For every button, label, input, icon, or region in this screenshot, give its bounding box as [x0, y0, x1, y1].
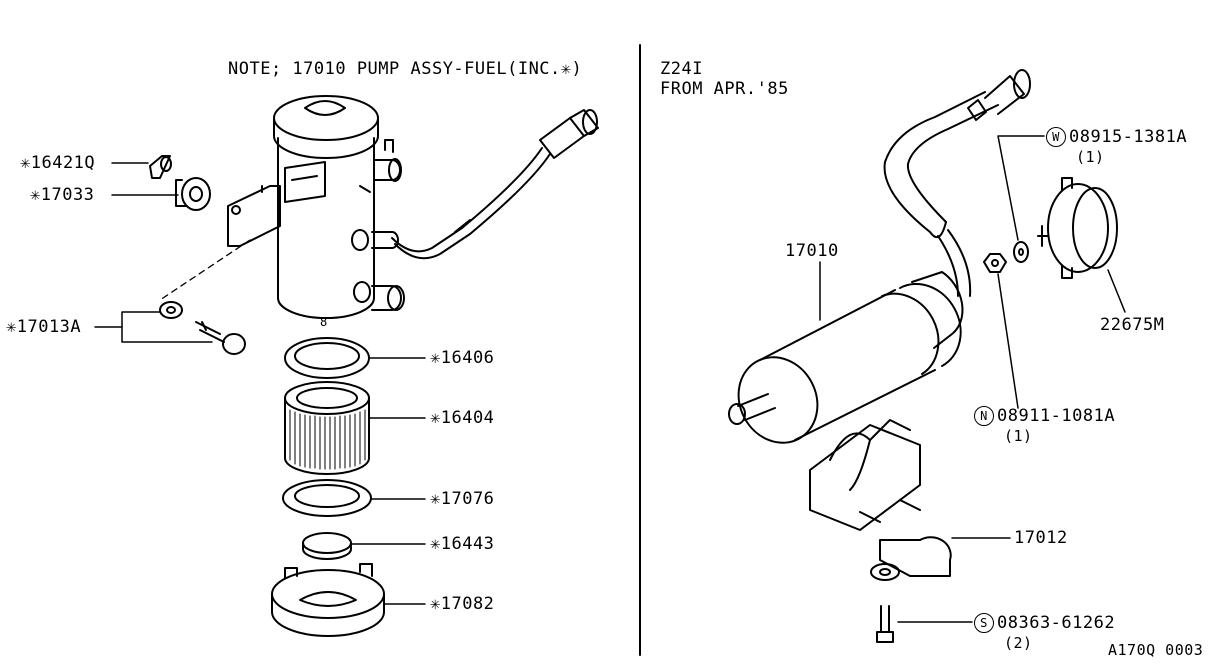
label-22675m: 22675M: [1100, 315, 1165, 335]
gasket-16406-illustration: [284, 337, 370, 379]
filter-16404-illustration: [284, 381, 370, 475]
insulator-17033-illustration: [175, 177, 211, 211]
bracket-17012-illustration: [809, 419, 952, 581]
label-17082: ✳17082: [430, 594, 495, 614]
nut-qty: (1): [1004, 427, 1033, 445]
bolt-17013a-illustration: [159, 301, 246, 355]
label-16421q: ✳16421Q: [20, 153, 96, 173]
screw-qty: (2): [1004, 634, 1033, 652]
screw-part-number: 08363-61262: [997, 613, 1116, 633]
disc-16443-illustration: [302, 532, 352, 560]
washer-illustration: [1013, 241, 1029, 263]
ring-17082-illustration: [271, 563, 385, 637]
grommet-16421q-illustration: [149, 155, 172, 179]
washer-part-number: 08915-1381A: [1069, 127, 1188, 147]
label-17033: ✳17033: [30, 185, 95, 205]
nut-part-number: 08911-1081A: [997, 406, 1116, 426]
label-17012: 17012: [1014, 528, 1068, 548]
label-17013a: ✳17013A: [6, 317, 82, 337]
left-leader-lines: [94, 162, 426, 605]
label-16406: ✳16406: [430, 348, 495, 368]
w-symbol: W: [1046, 127, 1066, 147]
screw-illustration: [876, 605, 894, 643]
washer-qty: (1): [1076, 148, 1105, 166]
n-symbol: N: [974, 406, 994, 426]
label-16443: ✳16443: [430, 534, 495, 554]
regulator-22675m-illustration: [1037, 177, 1118, 279]
label-16404: ✳16404: [430, 408, 495, 428]
pump-marking: 8: [320, 315, 328, 329]
engine-variant: Z24I: [660, 59, 703, 79]
nut-illustration: [983, 253, 1007, 273]
pump-assembly-illustration: [159, 95, 599, 319]
label-17010: 17010: [785, 241, 839, 261]
pump-17010-illustration: [728, 69, 1031, 444]
gasket-17076-illustration: [282, 479, 372, 517]
right-leader-lines: [819, 135, 1126, 623]
s-symbol: S: [974, 613, 994, 633]
label-17076: ✳17076: [430, 489, 495, 509]
date-variant: FROM APR.'85: [660, 79, 789, 99]
note-text: NOTE; 17010 PUMP ASSY-FUEL(INC.✳): [228, 59, 583, 79]
diagram-code: A170Q 0003: [1108, 641, 1204, 659]
